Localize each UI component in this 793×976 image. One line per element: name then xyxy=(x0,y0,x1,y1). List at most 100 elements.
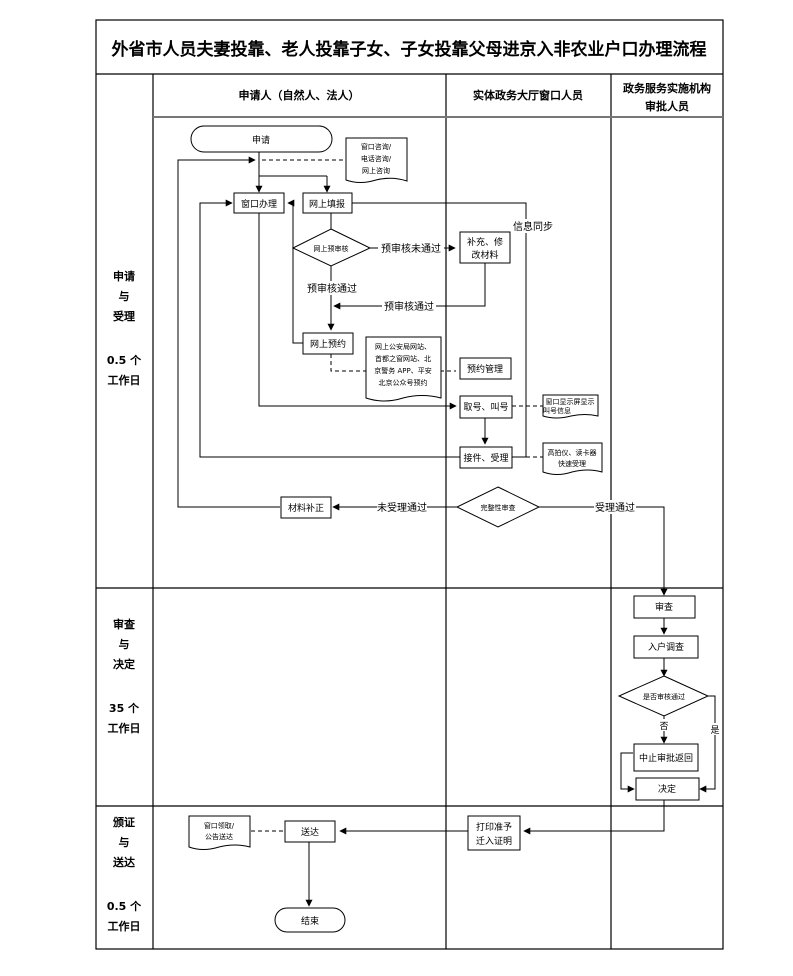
node-label: 申请 xyxy=(252,134,270,146)
node-online-fill: 网上填报 xyxy=(302,192,353,214)
table-grid xyxy=(95,19,724,950)
node-label: 结束 xyxy=(301,915,319,927)
lane-header-approver-line1: 政务服务实施机构 xyxy=(623,81,711,95)
node-label: 是否审核通过 xyxy=(643,692,685,701)
doc-line: 电话咨询/ xyxy=(361,154,392,163)
phase-duration-line: 工作日 xyxy=(108,373,141,387)
node-deliver: 送达 xyxy=(284,820,336,843)
phase-duration-line: 0.5 个 xyxy=(107,353,142,367)
phase-duration-line: 工作日 xyxy=(108,919,141,933)
node-label: 入户调查 xyxy=(648,641,684,653)
doc-line: 公告送达 xyxy=(205,832,233,841)
phase-issue-deliver: 颁证 与 送达 0.5 个 工作日 xyxy=(107,815,142,933)
page-title: 外省市人员夫妻投靠、老人投靠子女、子女投靠父母进京入非农业户口办理流程 xyxy=(112,39,707,60)
node-review-pass-question: 是否审核通过 xyxy=(617,675,710,717)
doc-line: 京警务 APP、平安 xyxy=(374,366,431,375)
doc-line: 高拍仪、读卡器 xyxy=(548,448,597,457)
node-label: 网上预约 xyxy=(310,338,346,350)
node-label: 审查 xyxy=(655,601,673,613)
phase-label-line: 审查 xyxy=(113,617,135,631)
node-online-precheck: 网上预审核 xyxy=(291,228,372,267)
doc-line: 快速受理 xyxy=(558,459,586,468)
doc-line: 窗口显示屏显示 xyxy=(546,397,595,406)
doc-line: 网上咨询 xyxy=(362,166,390,175)
node-label: 预约管理 xyxy=(467,363,503,375)
doc-line: 叫号信息 xyxy=(543,406,571,415)
node-label: 打印准予 xyxy=(476,821,512,833)
phase-label-line: 申请 xyxy=(113,269,135,283)
edge-stop-to-decision xyxy=(620,752,635,793)
node-label: 改材料 xyxy=(471,249,498,261)
edge-receive-to-window xyxy=(199,199,460,458)
node-label: 接件、受理 xyxy=(463,452,508,464)
edge-decision-to-print xyxy=(523,800,665,835)
doc-line: 首都之窗网站、北 xyxy=(375,354,431,363)
node-label: 送达 xyxy=(301,826,319,838)
phase-label-line: 颁证 xyxy=(113,815,135,829)
node-print-certificate: 打印准予 迁入证明 xyxy=(467,815,521,851)
phase-duration-line: 35 个 xyxy=(109,701,140,715)
label-not-accepted: 未受理通过 xyxy=(377,501,427,514)
edge-yes xyxy=(699,695,716,793)
doc-pickup: 窗口领取/ 公告送达 xyxy=(188,815,251,850)
node-household-survey: 入户调查 xyxy=(633,635,699,659)
node-start: 申请 xyxy=(190,125,333,153)
phase-duration-line: 工作日 xyxy=(108,721,141,735)
node-label: 材料补正 xyxy=(288,502,324,514)
node-label: 迁入证明 xyxy=(476,836,512,847)
node-online-booking: 网上预约 xyxy=(302,332,354,355)
lane-header-applicant: 申请人（自然人、法人） xyxy=(239,88,360,102)
doc-line: 窗口咨询/ xyxy=(361,142,392,151)
phase-label-line: 与 xyxy=(119,638,130,651)
node-end: 结束 xyxy=(274,907,346,933)
phase-label-line: 与 xyxy=(119,836,130,849)
node-label: 中止审批返回 xyxy=(639,752,693,764)
node-window-handle: 窗口办理 xyxy=(233,192,285,214)
label-no: 否 xyxy=(659,721,668,732)
outer-border xyxy=(95,19,724,950)
node-material-fix: 材料补正 xyxy=(280,496,332,519)
doc-booking-channels: 网上公安局网站、 首都之窗网站、北 京警务 APP、平安 北京公众号预约 xyxy=(365,336,442,402)
phase-label-line: 与 xyxy=(119,290,130,303)
node-label: 完整性审查 xyxy=(481,503,516,512)
node-label: 网上预审核 xyxy=(314,244,349,253)
node-stop-return: 中止审批返回 xyxy=(633,743,699,772)
node-label: 窗口办理 xyxy=(241,198,277,210)
edge-labels: 预审核未通过 预审核通过 预审核通过 信息同步 未受理通过 受理通过 否 是 xyxy=(305,219,721,736)
lane-header-approver-line2: 审批人员 xyxy=(645,99,689,113)
node-completeness-check: 完整性审查 xyxy=(455,486,541,528)
node-receive: 接件、受理 xyxy=(459,446,513,469)
phase-apply-accept: 申请 与 受理 0.5 个 工作日 xyxy=(107,269,142,387)
label-precheck-pass-back: 预审核通过 xyxy=(384,300,434,313)
phase-label-line: 决定 xyxy=(113,657,135,671)
node-label: 网上填报 xyxy=(309,198,345,210)
connectors xyxy=(177,152,716,907)
doc-line: 网上公安局网站、 xyxy=(375,342,431,351)
node-label: 取号、叫号 xyxy=(463,402,508,413)
edge-material-fix-loop xyxy=(177,156,280,508)
doc-consult: 窗口咨询/ 电话咨询/ 网上咨询 xyxy=(345,137,408,183)
label-yes: 是 xyxy=(710,725,719,736)
doc-line: 窗口领取/ xyxy=(204,821,235,830)
edge-window-to-take-number xyxy=(258,213,457,410)
phase-review-decide: 审查 与 决定 35 个 工作日 xyxy=(108,617,141,735)
label-precheck-pass: 预审核通过 xyxy=(307,282,357,295)
label-info-sync: 信息同步 xyxy=(513,220,553,233)
node-take-number: 取号、叫号 xyxy=(459,395,513,419)
label-precheck-fail: 预审核未通过 xyxy=(381,242,441,255)
phase-label-line: 受理 xyxy=(113,309,135,323)
node-review: 审查 xyxy=(633,595,696,619)
lane-header-window-staff: 实体政务大厅窗口人员 xyxy=(473,88,583,102)
edge-accepted xyxy=(539,506,668,596)
node-label: 决定 xyxy=(658,783,676,795)
node-label: 补充、修 xyxy=(467,236,503,248)
phase-duration-line: 0.5 个 xyxy=(107,899,142,913)
node-booking-mgmt: 预约管理 xyxy=(459,357,512,380)
edge-booking-to-window xyxy=(287,199,303,344)
doc-line: 北京公众号预约 xyxy=(379,378,428,387)
label-accepted: 受理通过 xyxy=(595,501,635,514)
phase-label-line: 送达 xyxy=(112,855,135,869)
doc-fast-accept: 高拍仪、读卡器 快速受理 xyxy=(542,442,603,475)
